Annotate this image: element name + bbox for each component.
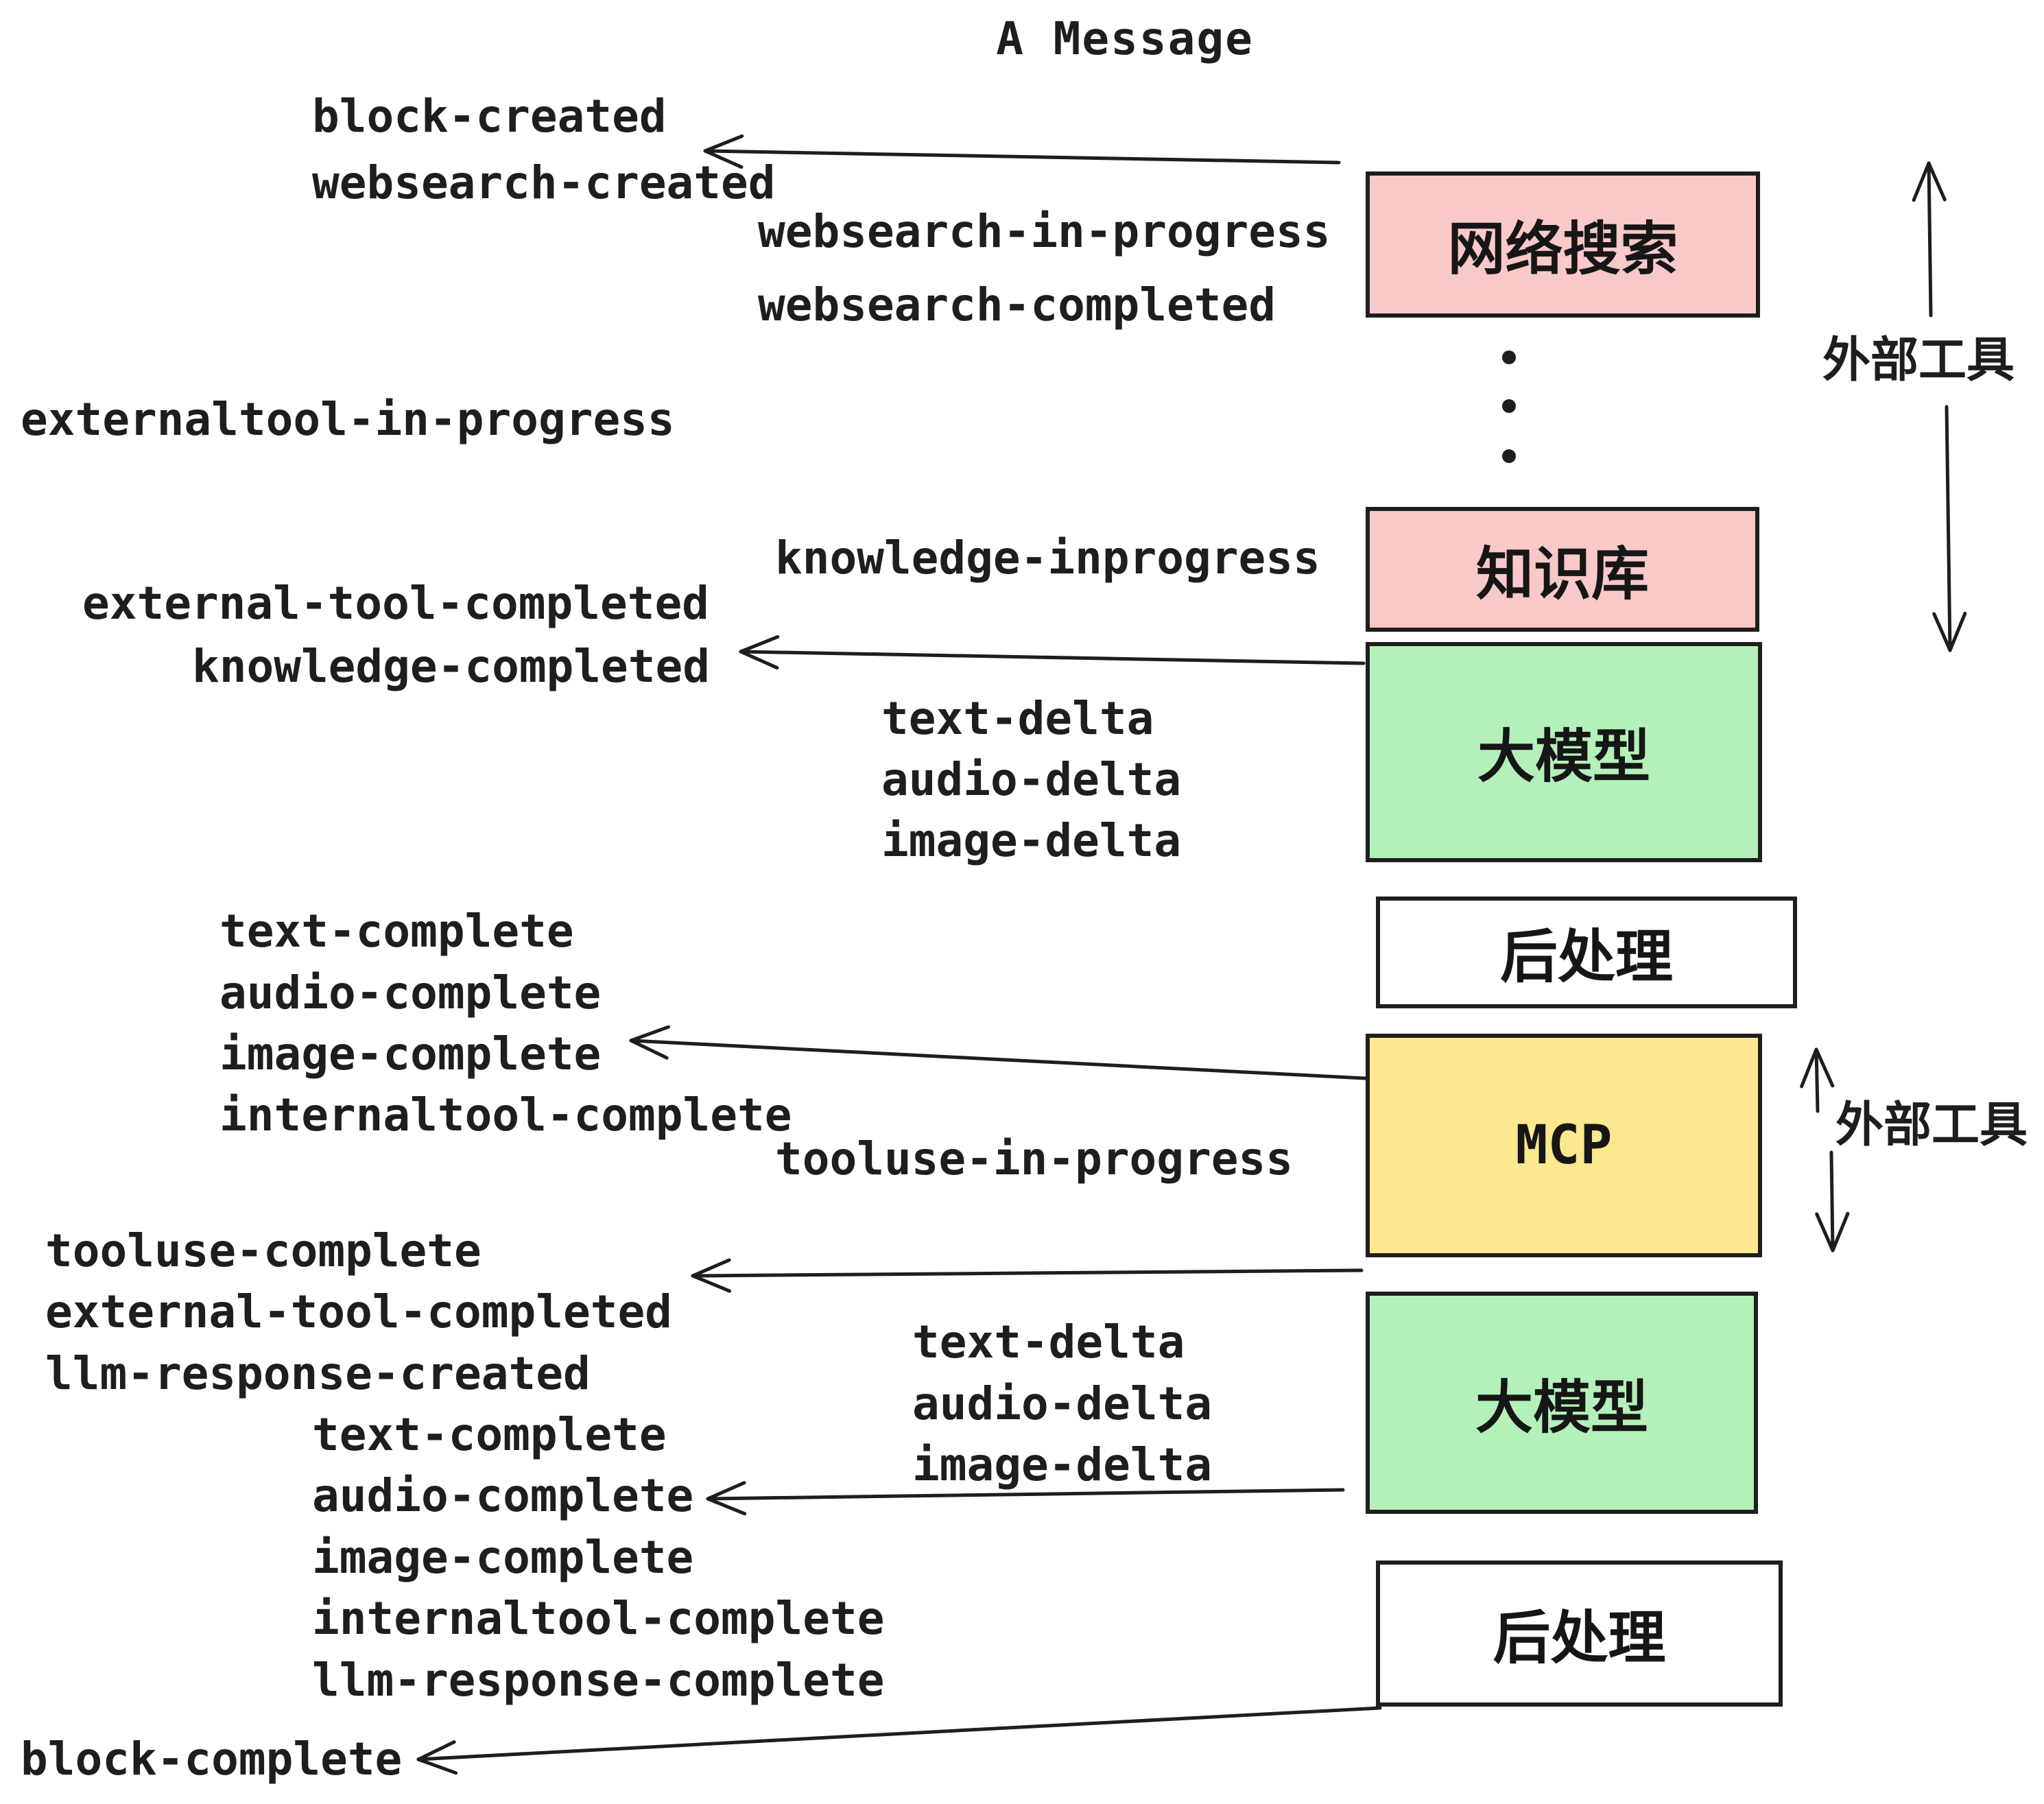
arrow-external-tools-2-down — [1815, 1150, 1850, 1253]
event-label-text-complete: text-complete — [312, 1408, 667, 1461]
ellipsis-dots — [1502, 351, 1516, 463]
box-label-postprocess-2: 后处理 — [1493, 1604, 1666, 1672]
box-label-knowledge: 知识库 — [1475, 540, 1649, 608]
box-label-mcp: MCP — [1515, 1115, 1613, 1176]
event-label-llm-response-complete: llm-response-complete — [312, 1654, 885, 1707]
event-label-image-delta: image-delta — [881, 814, 1182, 867]
arrow-external-tools-1-up — [1912, 161, 1947, 318]
event-label-websearch-in-progress: websearch-in-progress — [758, 205, 1331, 258]
event-label-llm-response-created: llm-response-created — [45, 1347, 591, 1400]
event-label-tooluse-complete: tooluse-complete — [45, 1224, 482, 1277]
event-label-block-complete: block-complete — [21, 1733, 403, 1785]
event-label-image-complete: image-complete — [219, 1028, 602, 1080]
event-label-websearch-created: websearch-created — [312, 156, 776, 209]
event-label-externaltool-in-progress: externaltool-in-progress — [21, 393, 675, 446]
box-mcp: MCP — [1366, 1034, 1762, 1257]
box-knowledge: 知识库 — [1366, 507, 1759, 632]
event-label-text-delta: text-delta — [912, 1316, 1185, 1368]
arrow-llm1-to-knowledge-completed — [739, 634, 1366, 670]
arrow-websearch-to-created — [703, 134, 1341, 169]
box-llm-2: 大模型 — [1366, 1292, 1758, 1514]
event-label-image-delta: image-delta — [912, 1438, 1213, 1491]
event-label-websearch-completed: websearch-completed — [758, 278, 1276, 331]
side-label-external-tools-1: 外部工具 — [1822, 331, 2015, 388]
box-websearch: 网络搜索 — [1366, 171, 1760, 318]
event-label-external-tool-completed: external-tool-completed — [82, 577, 709, 630]
event-label-text-complete: text-complete — [219, 905, 574, 958]
box-label-llm-1: 大模型 — [1477, 723, 1650, 790]
event-label-audio-delta: audio-delta — [881, 753, 1182, 806]
box-label-llm-2: 大模型 — [1475, 1373, 1648, 1441]
diagram-title: A Message — [996, 12, 1254, 65]
event-label-knowledge-completed: knowledge-completed — [192, 640, 710, 693]
box-postprocess-2: 后处理 — [1376, 1560, 1783, 1707]
arrow-external-tools-2-up — [1800, 1047, 1835, 1113]
box-llm-1: 大模型 — [1366, 642, 1762, 862]
event-label-tooluse-in-progress: tooluse-in-progress — [775, 1132, 1293, 1185]
arrow-llm2-to-audio-complete — [706, 1481, 1345, 1516]
event-label-image-complete: image-complete — [312, 1531, 694, 1584]
box-label-postprocess-1: 后处理 — [1499, 923, 1673, 990]
event-label-block-created: block-created — [312, 90, 667, 143]
box-postprocess-1: 后处理 — [1376, 897, 1797, 1008]
event-label-external-tool-completed: external-tool-completed — [45, 1285, 672, 1338]
arrow-postprocess2-to-block-complete — [416, 1706, 1382, 1775]
arrow-mcp-to-image-complete — [629, 1025, 1367, 1080]
event-label-internaltool-complete: internaltool-complete — [312, 1592, 885, 1645]
side-label-external-tools-2: 外部工具 — [1835, 1096, 2028, 1153]
arrow-external-tools-1-down — [1932, 405, 1967, 652]
arrow-mcp-to-tooluse-complete — [691, 1258, 1364, 1293]
event-label-audio-complete: audio-complete — [312, 1469, 694, 1522]
event-label-internaltool-complete: internaltool-complete — [219, 1089, 792, 1141]
event-label-knowledge-inprogress: knowledge-inprogress — [775, 532, 1320, 584]
event-label-text-delta: text-delta — [881, 692, 1154, 745]
event-label-audio-complete: audio-complete — [219, 966, 602, 1019]
box-label-websearch: 网络搜索 — [1447, 215, 1678, 283]
event-label-audio-delta: audio-delta — [912, 1377, 1213, 1430]
